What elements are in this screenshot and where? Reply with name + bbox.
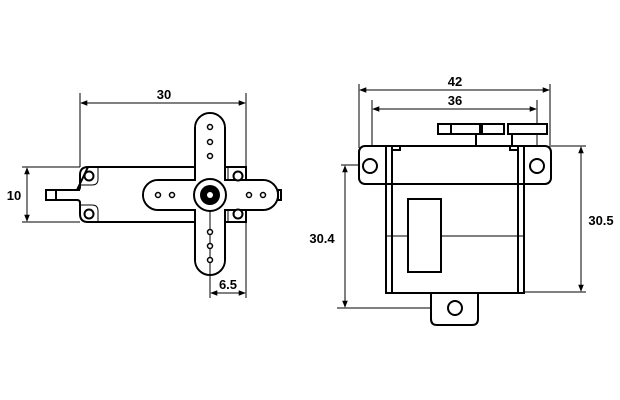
mount-hole — [232, 208, 244, 220]
horn-holes — [154, 123, 267, 264]
mount-hole — [447, 300, 463, 316]
case-notch — [391, 145, 401, 151]
mount-hole — [83, 208, 95, 220]
height-label: 10 — [7, 188, 21, 203]
mount-hole — [362, 158, 378, 174]
width-label: 30 — [157, 87, 171, 102]
label-plate — [407, 198, 442, 273]
body-height-label: 30.5 — [588, 213, 613, 228]
mount-hole — [232, 170, 244, 182]
shaft-screw-hole — [207, 192, 213, 198]
cable-tab — [45, 189, 57, 201]
shaft-offset-label: 6.5 — [219, 277, 237, 292]
top-view: 30 10 6.5 — [7, 87, 282, 298]
side-view: 42 36 30.4 30.5 — [309, 74, 614, 326]
hole-spacing-label: 36 — [448, 93, 462, 108]
hole-height-label: 30.4 — [309, 231, 335, 246]
mount-hole — [83, 170, 95, 182]
servo-case — [385, 145, 525, 294]
output-gear — [437, 123, 548, 146]
mount-pad-outline — [80, 167, 99, 222]
case-notch — [509, 145, 519, 151]
overall-width-label: 42 — [448, 74, 462, 89]
mount-hole — [529, 158, 545, 174]
